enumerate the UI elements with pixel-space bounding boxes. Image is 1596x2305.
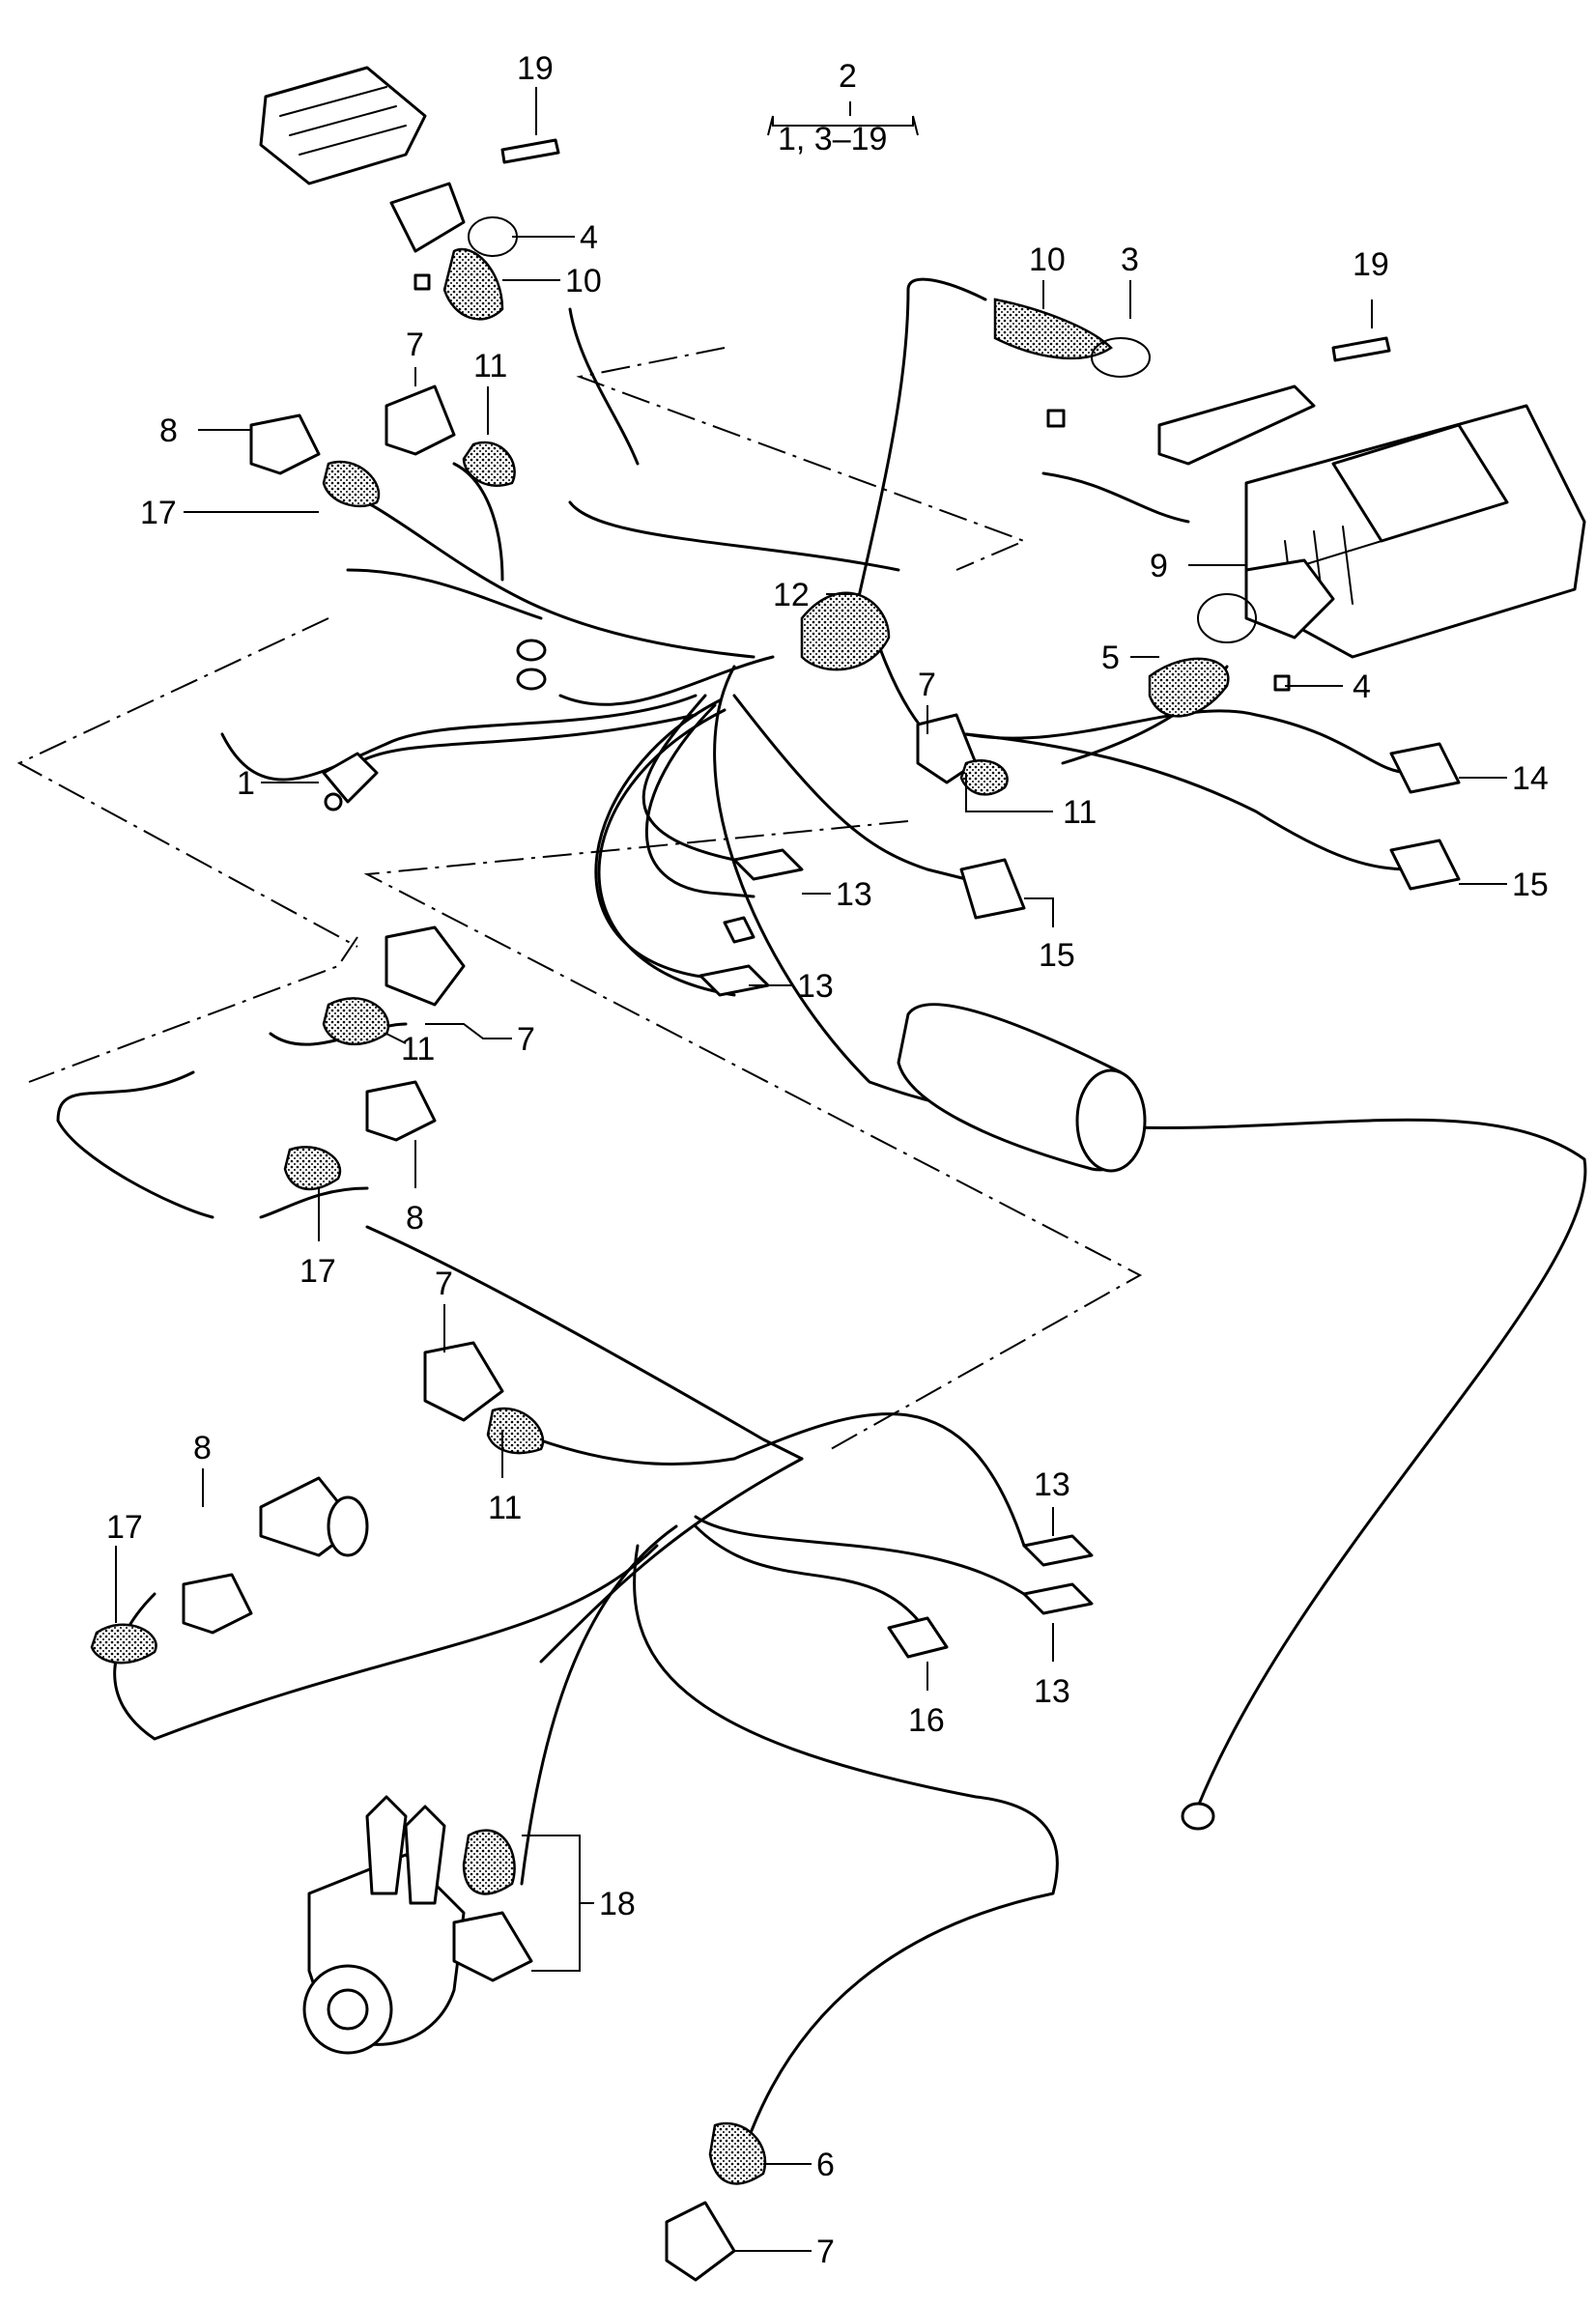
part-labels: 19 2 1, 3–19 4 10 10 3 19 7 11 8 17 12 9… <box>106 50 1549 2270</box>
label-13-a: 13 <box>836 876 872 913</box>
label-11-mid: 11 <box>1063 794 1097 831</box>
label-11-bottom: 11 <box>488 1490 522 1526</box>
label-range: 1, 3–19 <box>778 121 887 157</box>
label-12: 12 <box>773 577 810 613</box>
label-7-upper: 7 <box>406 327 424 363</box>
label-8-bottom: 8 <box>193 1430 212 1466</box>
components <box>90 66 1586 2282</box>
label-15-right: 15 <box>1512 867 1549 903</box>
label-18: 18 <box>599 1886 636 1922</box>
section-boundaries <box>16 347 1143 1450</box>
label-17-bottom: 17 <box>106 1509 143 1546</box>
label-9: 9 <box>1150 548 1168 584</box>
label-4-right: 4 <box>1353 669 1371 705</box>
leader-lines <box>115 87 1507 2252</box>
label-15-mid: 15 <box>1039 937 1075 974</box>
label-7-last: 7 <box>816 2234 835 2270</box>
label-6: 6 <box>816 2147 835 2183</box>
label-4-top: 4 <box>580 219 598 256</box>
label-10-right: 10 <box>1029 242 1066 278</box>
label-5: 5 <box>1101 640 1120 676</box>
label-14: 14 <box>1512 760 1549 797</box>
label-16: 16 <box>908 1702 945 1739</box>
label-8-upper: 8 <box>159 413 178 449</box>
label-8-left: 8 <box>406 1200 424 1237</box>
label-10-top: 10 <box>565 263 602 299</box>
label-19-top: 19 <box>517 50 554 87</box>
label-7-mid: 7 <box>918 667 936 703</box>
label-7-bottom: 7 <box>435 1266 453 1302</box>
label-11-upper: 11 <box>473 348 507 384</box>
label-13-d: 13 <box>1034 1673 1070 1710</box>
label-7-left: 7 <box>517 1021 535 1058</box>
label-3: 3 <box>1121 242 1139 278</box>
label-19-right: 19 <box>1353 246 1389 283</box>
label-11-left: 11 <box>401 1031 435 1067</box>
harness-wires <box>56 277 1587 2185</box>
label-13-b: 13 <box>797 968 834 1005</box>
label-2: 2 <box>839 58 857 95</box>
label-17-left: 17 <box>299 1253 336 1290</box>
label-17-upper: 17 <box>140 495 177 531</box>
label-1: 1 <box>237 765 255 802</box>
label-13-c: 13 <box>1034 1466 1070 1503</box>
